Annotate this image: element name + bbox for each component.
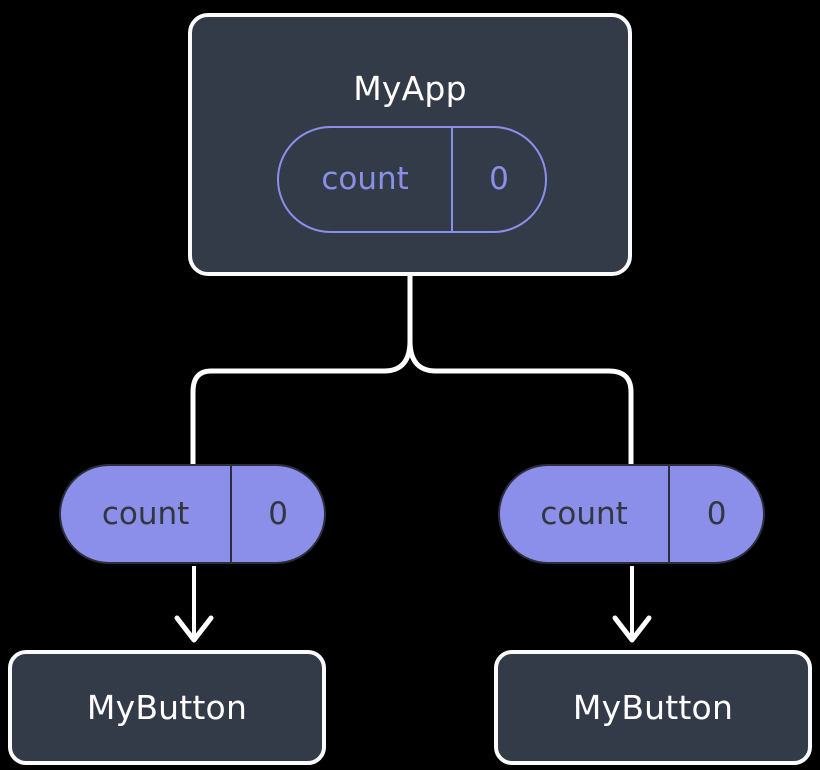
component-node-mybutton-right[interactable]: MyButton	[494, 650, 812, 765]
connector-trunk-to-branch-left	[190, 274, 413, 469]
prop-pill-right-count[interactable]: count 0	[498, 464, 765, 564]
component-node-mybutton-left[interactable]: MyButton	[8, 650, 326, 765]
connector-trunk-to-branch-right	[407, 274, 634, 469]
prop-pill-key: count	[101, 495, 190, 532]
state-pill-myapp-count[interactable]: count 0	[277, 126, 547, 233]
state-pill-value: 0	[451, 128, 545, 231]
prop-pill-value: 0	[668, 466, 763, 562]
state-pill-key: count	[321, 161, 409, 197]
arrowhead-left-icon	[174, 615, 214, 643]
prop-pill-value: 0	[230, 466, 324, 562]
component-label-myapp: MyApp	[353, 69, 467, 108]
arrowhead-right-icon	[612, 615, 652, 643]
component-label-mybutton: MyButton	[572, 688, 734, 727]
prop-pill-left-count[interactable]: count 0	[59, 464, 326, 564]
prop-pill-key: count	[540, 495, 628, 532]
component-label-mybutton: MyButton	[86, 688, 248, 727]
